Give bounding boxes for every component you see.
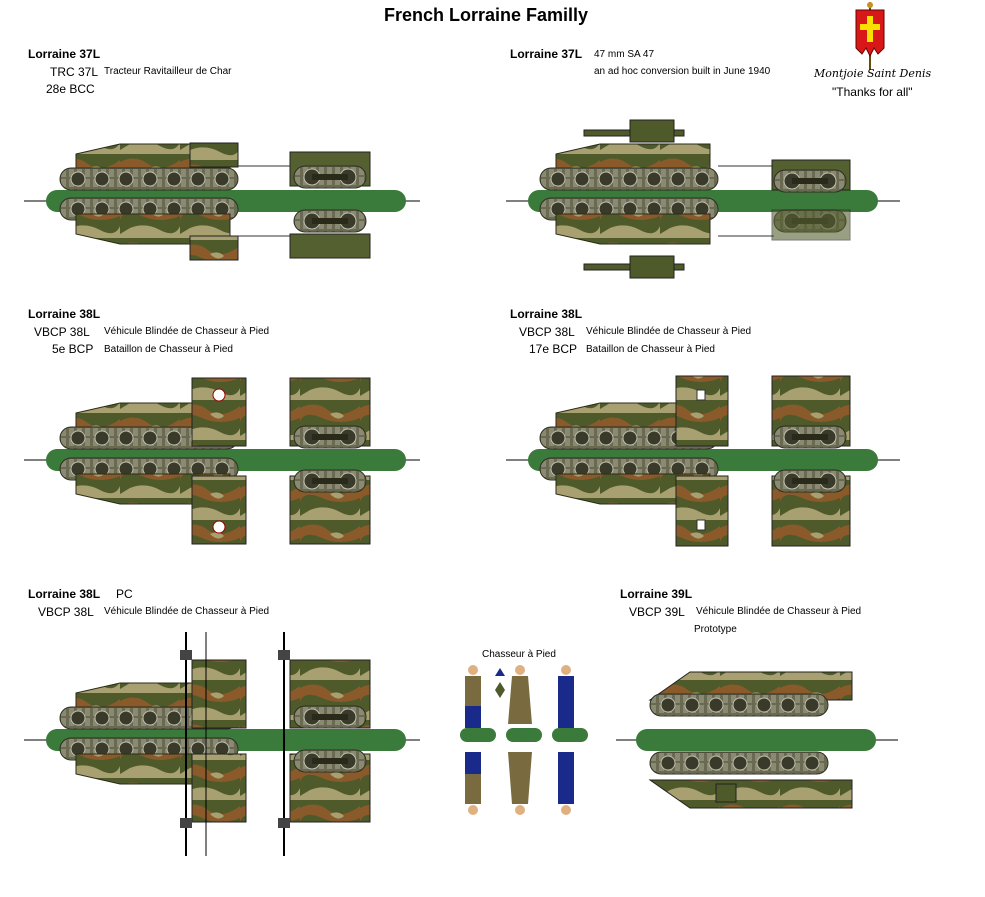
soldier-figures [460, 665, 588, 815]
vbcp-38l-5e-bcp-drawing [24, 377, 420, 545]
panel-5-name-extra: PC [116, 587, 133, 601]
panel-2-name-extra: 47 mm SA 47 [594, 49, 655, 60]
panel-2-name: Lorraine 37L [510, 47, 583, 61]
panel-6-line1-desc: Véhicule Blindée de Chasseur à Pied [696, 606, 862, 617]
panel-1-line1-desc: Tracteur Ravitailleur de Char [104, 66, 232, 77]
trc-37l-drawing [24, 142, 420, 261]
motto-text: Montjoie Saint Denis [814, 67, 932, 80]
panel-3-line2-desc: Bataillon de Chasseur à Pied [104, 344, 233, 355]
vbcp-38l-17e-bcp-drawing [506, 375, 900, 547]
page-title: French Lorraine Familly [384, 5, 589, 25]
montjoie-banner-icon [855, 2, 885, 70]
panel-6-line2-desc: Prototype [694, 624, 737, 635]
panel-3-line1-desc: Véhicule Blindée de Chasseur à Pied [104, 326, 270, 337]
vbcp-38l-pc-drawing [24, 632, 420, 856]
panel-2-line1-desc: an ad hoc conversion built in June 1940 [594, 66, 771, 77]
panel-6-line1-code: VBCP 39L [629, 605, 685, 619]
panel-3-line1-code: VBCP 38L [34, 325, 90, 339]
panel-5-name: Lorraine 38L [28, 587, 101, 601]
panel-1-line2-code: 28e BCC [46, 82, 95, 96]
panel-1-line1-code: TRC 37L [50, 65, 99, 79]
panel-5-line1-code: VBCP 38L [38, 605, 94, 619]
panel-4-name: Lorraine 38L [510, 307, 583, 321]
panel-4-line2-code: 17e BCP [529, 342, 578, 356]
panel-4-line2-desc: Bataillon de Chasseur à Pied [586, 344, 715, 355]
panel-5-line1-desc: Véhicule Blindée de Chasseur à Pied [104, 606, 270, 617]
panel-3-name: Lorraine 38L [28, 307, 101, 321]
panel-1-name: Lorraine 37L [28, 47, 101, 61]
panel-4-line1-code: VBCP 38L [519, 325, 575, 339]
panel-6-name: Lorraine 39L [620, 587, 693, 601]
vbcp-39l-drawing [616, 671, 898, 809]
panel-4-line1-desc: Véhicule Blindée de Chasseur à Pied [586, 326, 752, 337]
figures-caption: Chasseur à Pied [482, 649, 556, 660]
panel-3-line2-code: 5e BCP [52, 342, 94, 356]
lorraine-37l-47mm-drawing [506, 119, 900, 279]
thanks-text: "Thanks for all" [832, 85, 913, 99]
